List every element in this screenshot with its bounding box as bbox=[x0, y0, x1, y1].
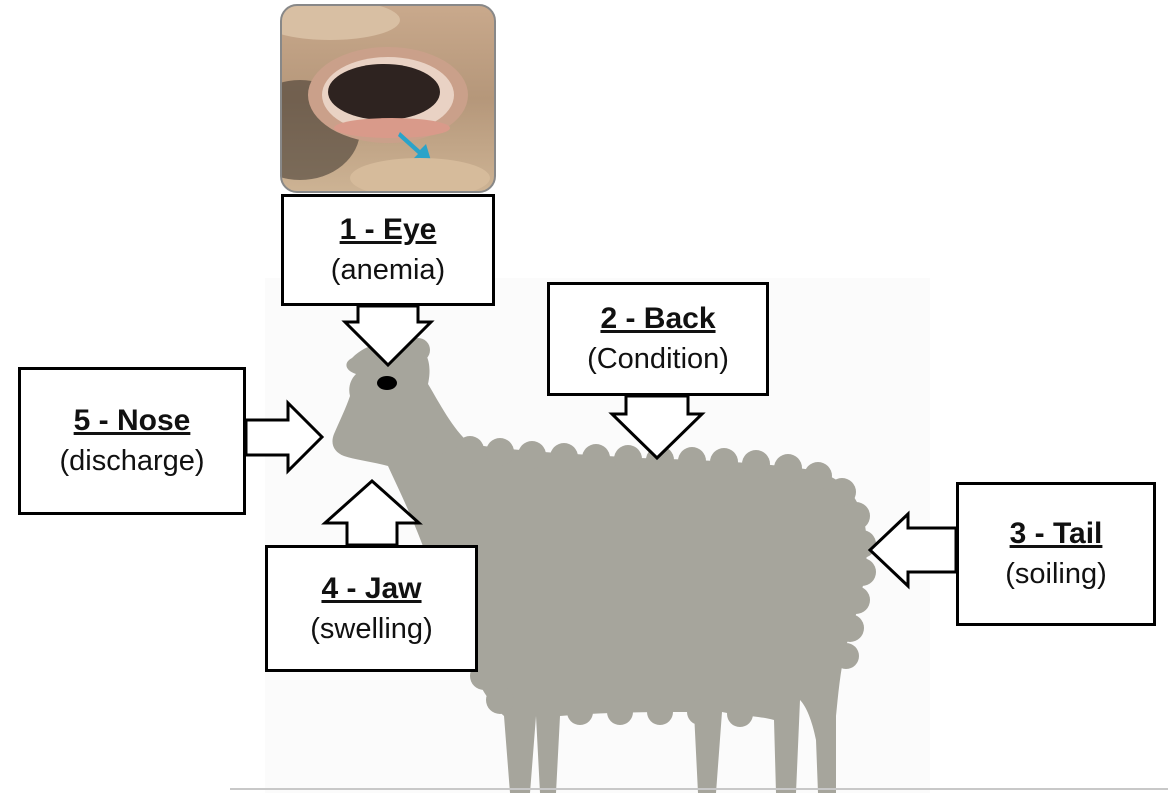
label-tail-desc: (soiling) bbox=[1005, 554, 1107, 594]
label-nose: 5 - Nose (discharge) bbox=[18, 367, 246, 515]
label-eye-desc: (anemia) bbox=[331, 250, 445, 290]
label-back-title: 2 - Back bbox=[600, 299, 715, 339]
label-eye-title: 1 - Eye bbox=[340, 210, 437, 250]
label-tail: 3 - Tail (soiling) bbox=[956, 482, 1156, 626]
label-nose-desc: (discharge) bbox=[59, 441, 204, 481]
sheep-eye-dot bbox=[377, 376, 397, 390]
label-back: 2 - Back (Condition) bbox=[547, 282, 769, 396]
label-jaw-desc: (swelling) bbox=[310, 609, 432, 649]
label-eye: 1 - Eye (anemia) bbox=[281, 194, 495, 306]
label-nose-title: 5 - Nose bbox=[74, 401, 191, 441]
eye-photo bbox=[240, 0, 495, 198]
label-back-desc: (Condition) bbox=[587, 339, 729, 379]
label-jaw-title: 4 - Jaw bbox=[321, 569, 421, 609]
label-tail-title: 3 - Tail bbox=[1010, 514, 1103, 554]
label-jaw: 4 - Jaw (swelling) bbox=[265, 545, 478, 672]
